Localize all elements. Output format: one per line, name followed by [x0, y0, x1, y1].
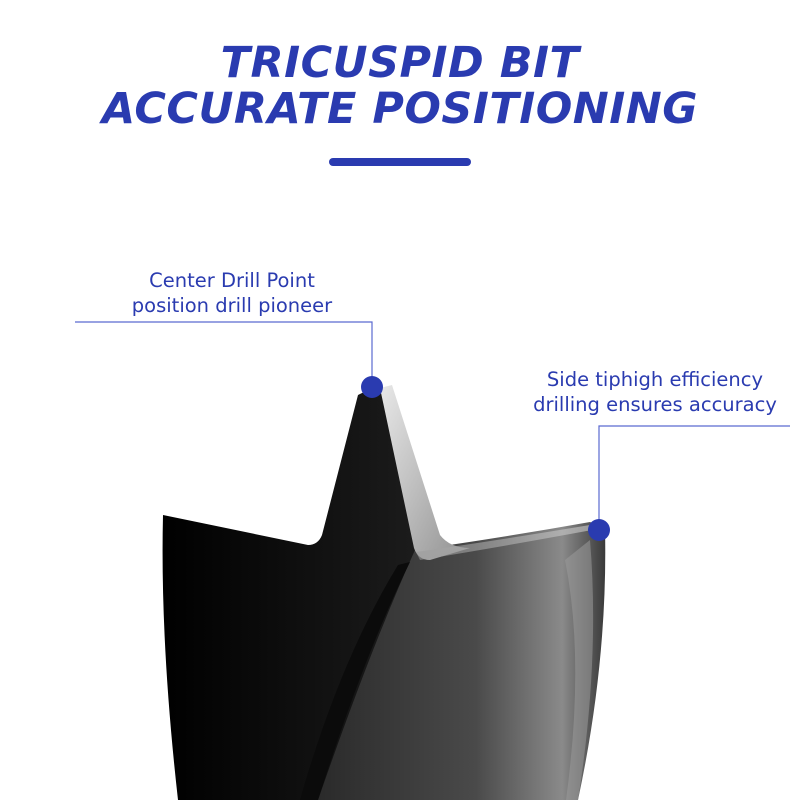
side-tip-marker	[588, 519, 610, 541]
center-point-marker	[361, 376, 383, 398]
page-title-line-2: ACCURATE POSITIONING	[101, 84, 699, 134]
callout-side-line-2: drilling ensures accuracy	[533, 393, 777, 416]
drill-ridge-highlight	[416, 525, 592, 560]
drill-spiral-shadow	[300, 562, 410, 800]
callout-side-tip: Side tiphigh efficiency drilling ensures…	[512, 367, 798, 417]
callout-center-line-1: Center Drill Point	[149, 269, 315, 292]
drill-center-bevel	[380, 385, 470, 560]
center-point-leader-line	[75, 321, 373, 387]
drill-edge-highlight	[565, 540, 594, 800]
callout-center-drill-point: Center Drill Point position drill pionee…	[92, 268, 372, 318]
drill-right-body	[318, 522, 606, 800]
callout-side-line-1: Side tiphigh efficiency	[546, 368, 764, 391]
page-title-line-1: TRICUSPID BIT	[220, 38, 580, 88]
callout-center-line-2: position drill pioneer	[131, 294, 333, 317]
side-tip-leader-line	[598, 425, 790, 530]
title-underline-divider	[329, 158, 471, 166]
leader-lines	[75, 321, 790, 530]
